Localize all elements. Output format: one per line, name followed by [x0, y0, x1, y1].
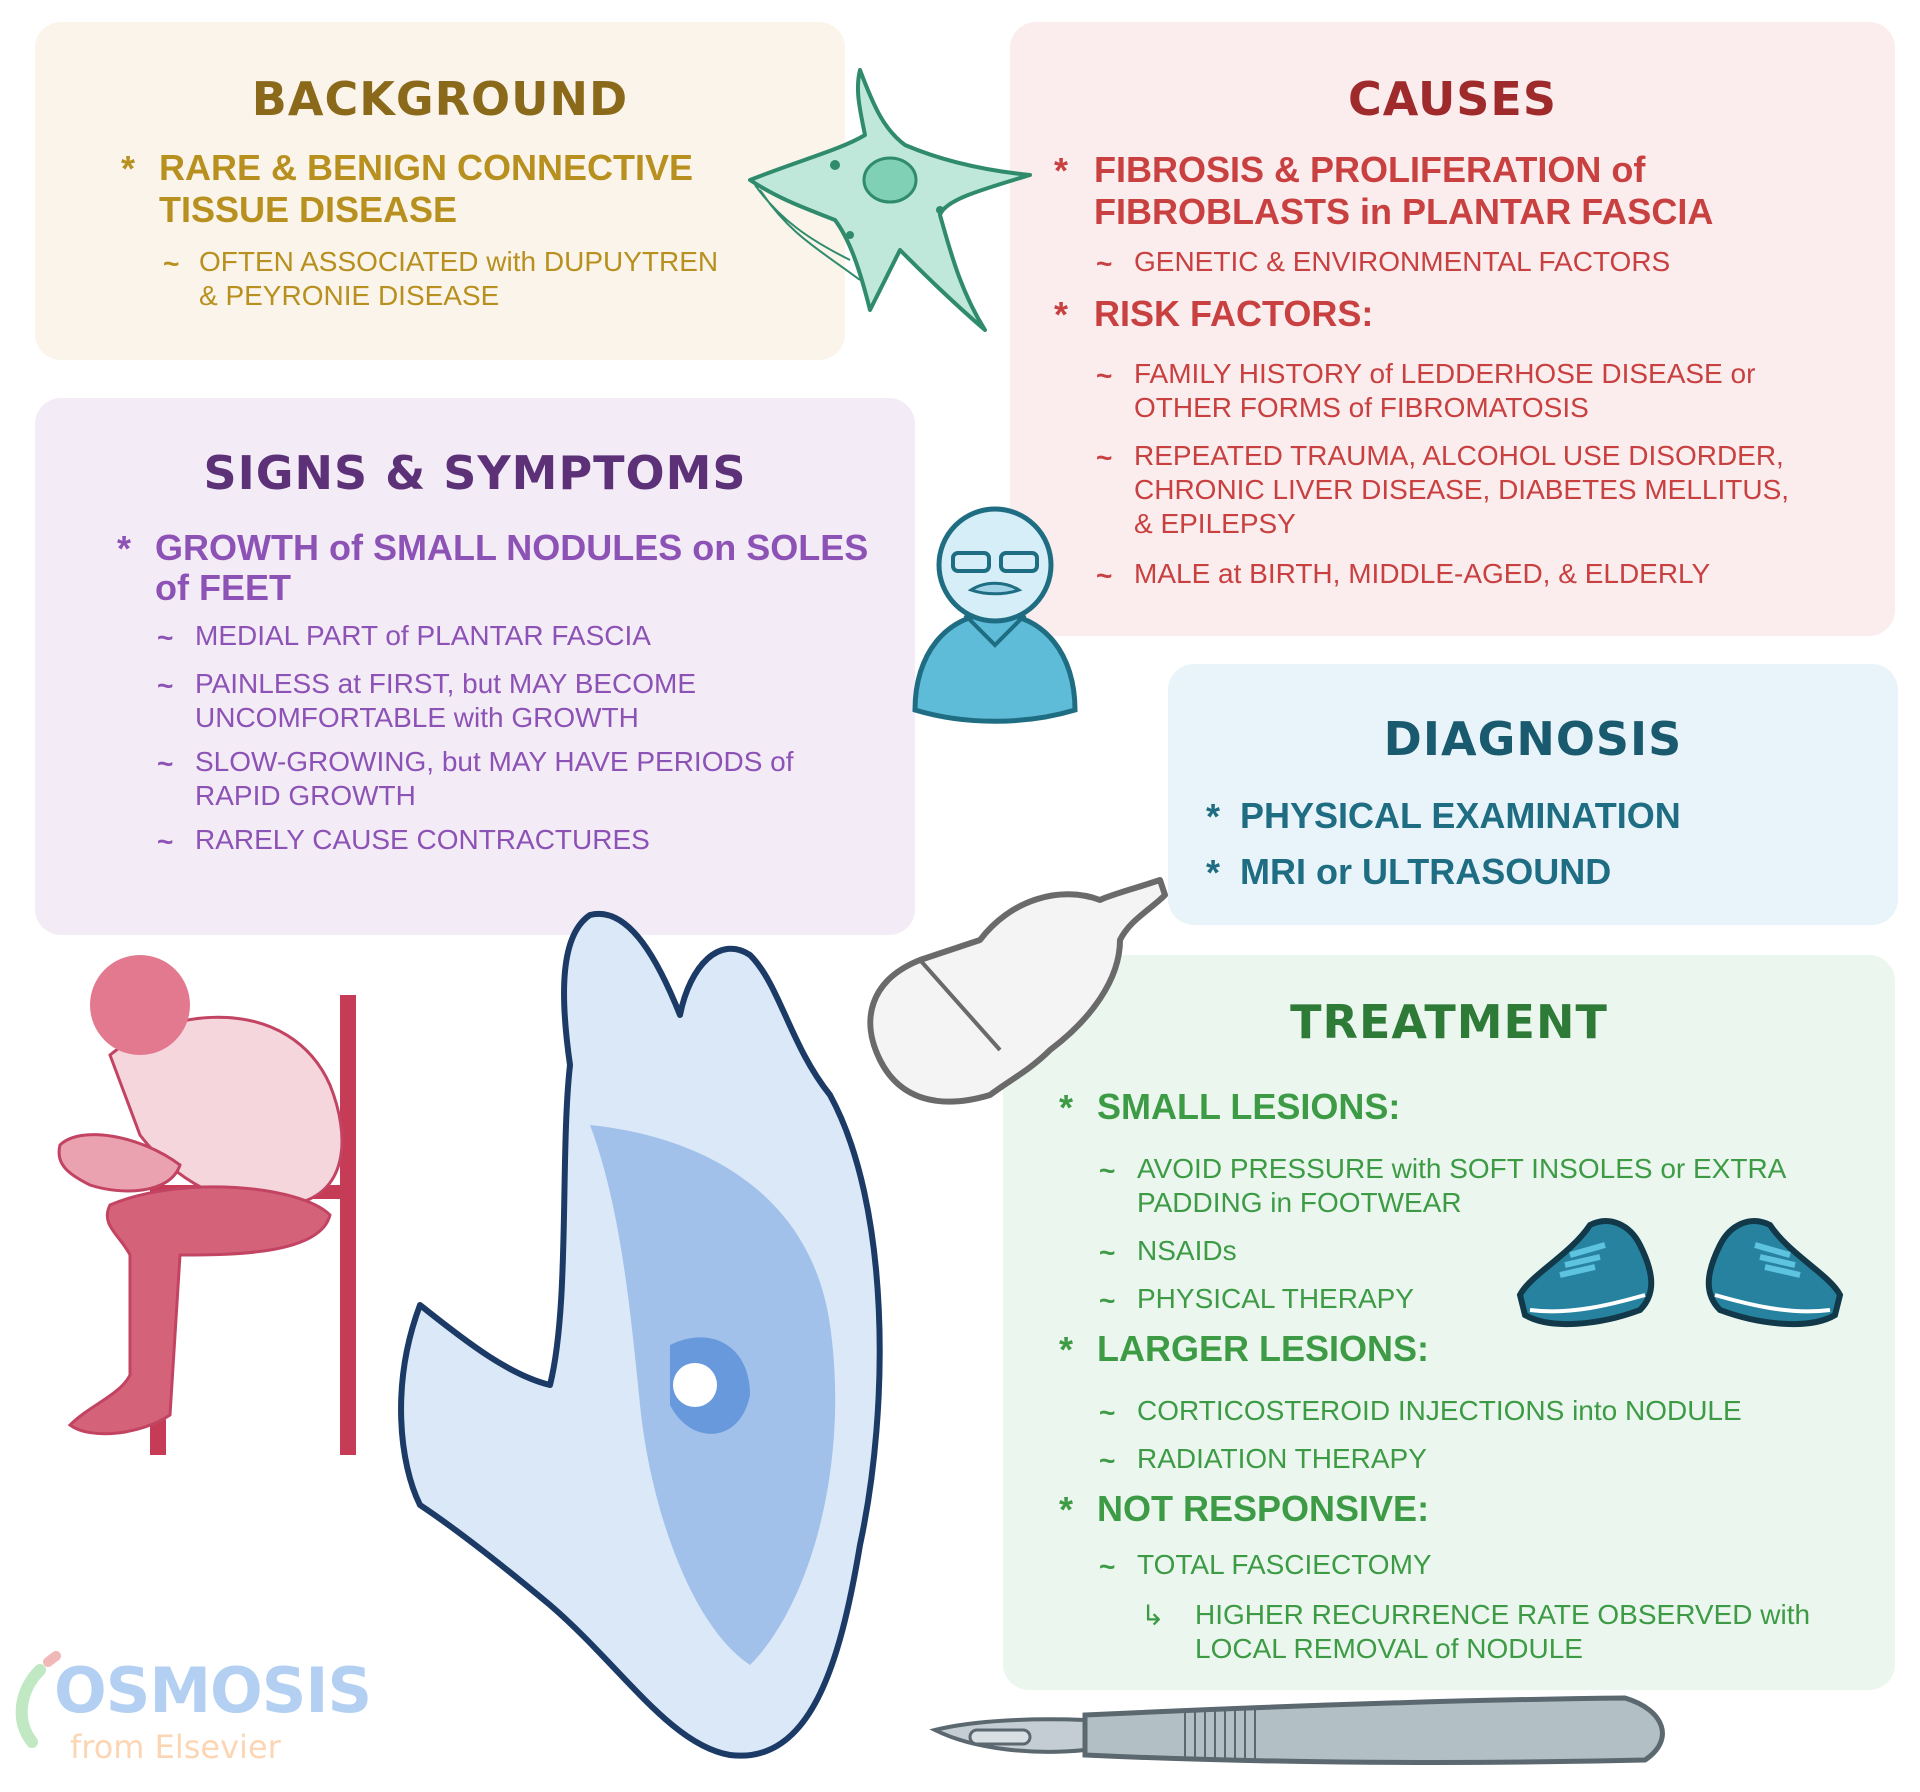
shoe-left-icon: [1516, 1218, 1655, 1328]
arrow-marker: ↳: [1141, 1600, 1165, 1631]
signs-symptoms-panel: SIGNS & SYMPTOMS * GROWTH of SMALL NODUL…: [35, 398, 915, 935]
osmosis-logo: OSMOSIS from Elsevier: [10, 1650, 372, 1770]
signs-line: UNCOMFORTABLE with GROWTH: [195, 702, 639, 733]
causes-line: FAMILY HISTORY of LEDDERHOSE DISEASE or: [1134, 358, 1756, 389]
background-line: RARE & BENIGN CONNECTIVE: [159, 147, 694, 188]
signs-line: of FEET: [155, 567, 291, 608]
sub-marker: ~: [157, 670, 174, 701]
causes-line: & EPILEPSY: [1134, 508, 1296, 539]
treatment-line: LARGER LESIONS:: [1097, 1328, 1430, 1369]
signs-line: GROWTH of SMALL NODULES on SOLES: [155, 527, 869, 568]
sub-marker: ~: [1099, 1285, 1116, 1316]
bullet-marker: *: [1059, 1087, 1074, 1128]
causes-line: OTHER FORMS of FIBROMATOSIS: [1134, 392, 1589, 423]
sub-marker: ~: [163, 248, 180, 279]
sub-marker: ~: [157, 748, 174, 779]
logo-arc-icon: [15, 1651, 61, 1748]
treatment-line: NSAIDs: [1137, 1235, 1237, 1266]
signs-line: SLOW-GROWING, but MAY HAVE PERIODS of: [195, 746, 794, 777]
causes-line: MALE at BIRTH, MIDDLE-AGED, & ELDERLY: [1134, 558, 1711, 589]
diagnosis-title: DIAGNOSIS: [1383, 712, 1683, 766]
causes-line: RISK FACTORS:: [1094, 293, 1374, 334]
background-panel: BACKGROUND * RARE & BENIGN CONNECTIVE TI…: [35, 22, 845, 360]
treatment-line: NOT RESPONSIVE:: [1097, 1488, 1430, 1529]
diagnosis-line: PHYSICAL EXAMINATION: [1240, 795, 1681, 836]
sub-marker: ~: [1099, 1237, 1116, 1268]
ultrasound-probe-icon: [867, 877, 1168, 1105]
sub-marker: ~: [1099, 1397, 1116, 1428]
bullet-marker: *: [117, 528, 132, 569]
sub-marker: ~: [1099, 1155, 1116, 1186]
elderly-man-icon: [912, 506, 1078, 724]
fibroblast-cell-icon: [748, 68, 1032, 332]
sitting-person-icon: [57, 955, 356, 1455]
causes-line: FIBROBLASTS in PLANTAR FASCIA: [1094, 191, 1714, 232]
sub-marker: ~: [1096, 560, 1113, 591]
scalpel-icon: [929, 1695, 1665, 1765]
treatment-line: PADDING in FOOTWEAR: [1137, 1187, 1462, 1218]
bullet-marker: *: [1206, 796, 1221, 837]
signs-title: SIGNS & SYMPTOMS: [203, 446, 747, 500]
bullet-marker: *: [1054, 294, 1069, 335]
signs-line: PAINLESS at FIRST, but MAY BECOME: [195, 668, 697, 699]
diagnosis-line: MRI or ULTRASOUND: [1240, 851, 1612, 892]
signs-line: RARELY CAUSE CONTRACTURES: [195, 824, 650, 855]
sub-marker: ~: [1096, 248, 1113, 279]
sub-marker: ~: [1096, 442, 1113, 473]
treatment-panel: TREATMENT * SMALL LESIONS: ~ AVOID PRESS…: [1003, 955, 1895, 1690]
bullet-marker: *: [1206, 852, 1221, 893]
treatment-line: LOCAL REMOVAL of NODULE: [1195, 1633, 1583, 1664]
causes-title: CAUSES: [1348, 72, 1557, 126]
background-line: OFTEN ASSOCIATED with DUPUYTREN: [199, 246, 719, 277]
bullet-marker: *: [1054, 150, 1069, 191]
treatment-line: CORTICOSTEROID INJECTIONS into NODULE: [1137, 1395, 1742, 1426]
causes-line: REPEATED TRAUMA, ALCOHOL USE DISORDER,: [1134, 440, 1784, 471]
sub-marker: ~: [1099, 1551, 1116, 1582]
sub-marker: ~: [157, 826, 174, 857]
background-line: & PEYRONIE DISEASE: [199, 280, 500, 311]
bullet-marker: *: [121, 148, 136, 189]
signs-line: RAPID GROWTH: [195, 780, 416, 811]
treatment-line: RADIATION THERAPY: [1137, 1443, 1427, 1474]
diagnosis-panel: DIAGNOSIS * PHYSICAL EXAMINATION * MRI o…: [1168, 664, 1898, 925]
bullet-marker: *: [1059, 1489, 1074, 1530]
bullet-marker: *: [1059, 1329, 1074, 1370]
treatment-line: HIGHER RECURRENCE RATE OBSERVED with: [1195, 1599, 1811, 1630]
sub-marker: ~: [157, 622, 174, 653]
treatment-title: TREATMENT: [1290, 995, 1608, 1049]
logo-brand: OSMOSIS: [54, 1654, 372, 1727]
treatment-line: TOTAL FASCIECTOMY: [1137, 1549, 1432, 1580]
causes-line: CHRONIC LIVER DISEASE, DIABETES MELLITUS…: [1134, 474, 1790, 505]
background-line: TISSUE DISEASE: [159, 189, 458, 230]
sub-marker: ~: [1096, 360, 1113, 391]
treatment-line: SMALL LESIONS:: [1097, 1086, 1401, 1127]
causes-line: FIBROSIS & PROLIFERATION of: [1094, 149, 1646, 190]
background-title: BACKGROUND: [251, 72, 629, 126]
foot-sole-icon: [398, 910, 883, 1759]
signs-line: MEDIAL PART of PLANTAR FASCIA: [195, 620, 651, 651]
causes-line: GENETIC & ENVIRONMENTAL FACTORS: [1134, 246, 1671, 277]
causes-panel: CAUSES * FIBROSIS & PROLIFERATION of FIB…: [1010, 22, 1895, 636]
logo-sub: from Elsevier: [70, 1728, 281, 1766]
treatment-line: AVOID PRESSURE with SOFT INSOLES or EXTR…: [1137, 1153, 1787, 1184]
shoe-right-icon: [1705, 1218, 1844, 1328]
sub-marker: ~: [1099, 1445, 1116, 1476]
treatment-line: PHYSICAL THERAPY: [1137, 1283, 1414, 1314]
